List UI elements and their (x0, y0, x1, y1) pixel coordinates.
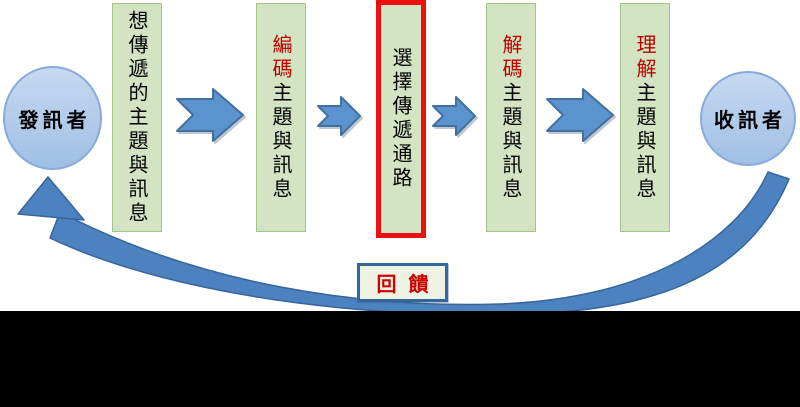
right-arrow-icon-2 (317, 96, 361, 136)
footer-black-band (0, 311, 800, 407)
sender-node: 發訊者 (3, 66, 102, 170)
stage-highlight: 解碼 (499, 33, 523, 82)
sender-label: 發訊者 (18, 107, 91, 132)
stage-label: 選擇傳遞通路 (389, 47, 413, 191)
stage-text: 想傳遞的主題與訊息 (125, 9, 149, 226)
stage-highlight: 編碼 (269, 33, 293, 82)
stage-text: 解碼主題與訊息 (499, 33, 523, 202)
feedback-label-box: 回饋 (357, 263, 448, 302)
right-arrow-icon-3 (432, 96, 476, 136)
receiver-label: 收訊者 (714, 108, 786, 132)
stage-text: 選擇傳遞通路 (389, 47, 413, 191)
stage-text: 理解主題與訊息 (633, 33, 657, 202)
stage-box-encode: 編碼主題與訊息 (256, 3, 306, 232)
feedback-label: 回饋 (376, 272, 441, 296)
stage-text: 編碼主題與訊息 (269, 33, 293, 202)
stage-label: 主題與訊息 (499, 81, 523, 202)
stage-label: 想傳遞的主題與訊息 (125, 9, 149, 226)
right-arrow-icon-1 (176, 88, 244, 142)
stage-highlight: 理解 (633, 33, 657, 82)
stage-label: 主題與訊息 (269, 81, 293, 202)
stage-box-understand: 理解主題與訊息 (620, 3, 670, 232)
stage-box-channel: 選擇傳遞通路 (376, 0, 426, 238)
stage-box-message-idea: 想傳遞的主題與訊息 (112, 3, 162, 232)
stage-label: 主題與訊息 (633, 81, 657, 202)
stage-box-decode: 解碼主題與訊息 (486, 3, 536, 232)
right-arrow-icon-4 (546, 88, 614, 142)
receiver-node: 收訊者 (700, 71, 796, 166)
feedback-arrowhead-icon (17, 176, 85, 221)
